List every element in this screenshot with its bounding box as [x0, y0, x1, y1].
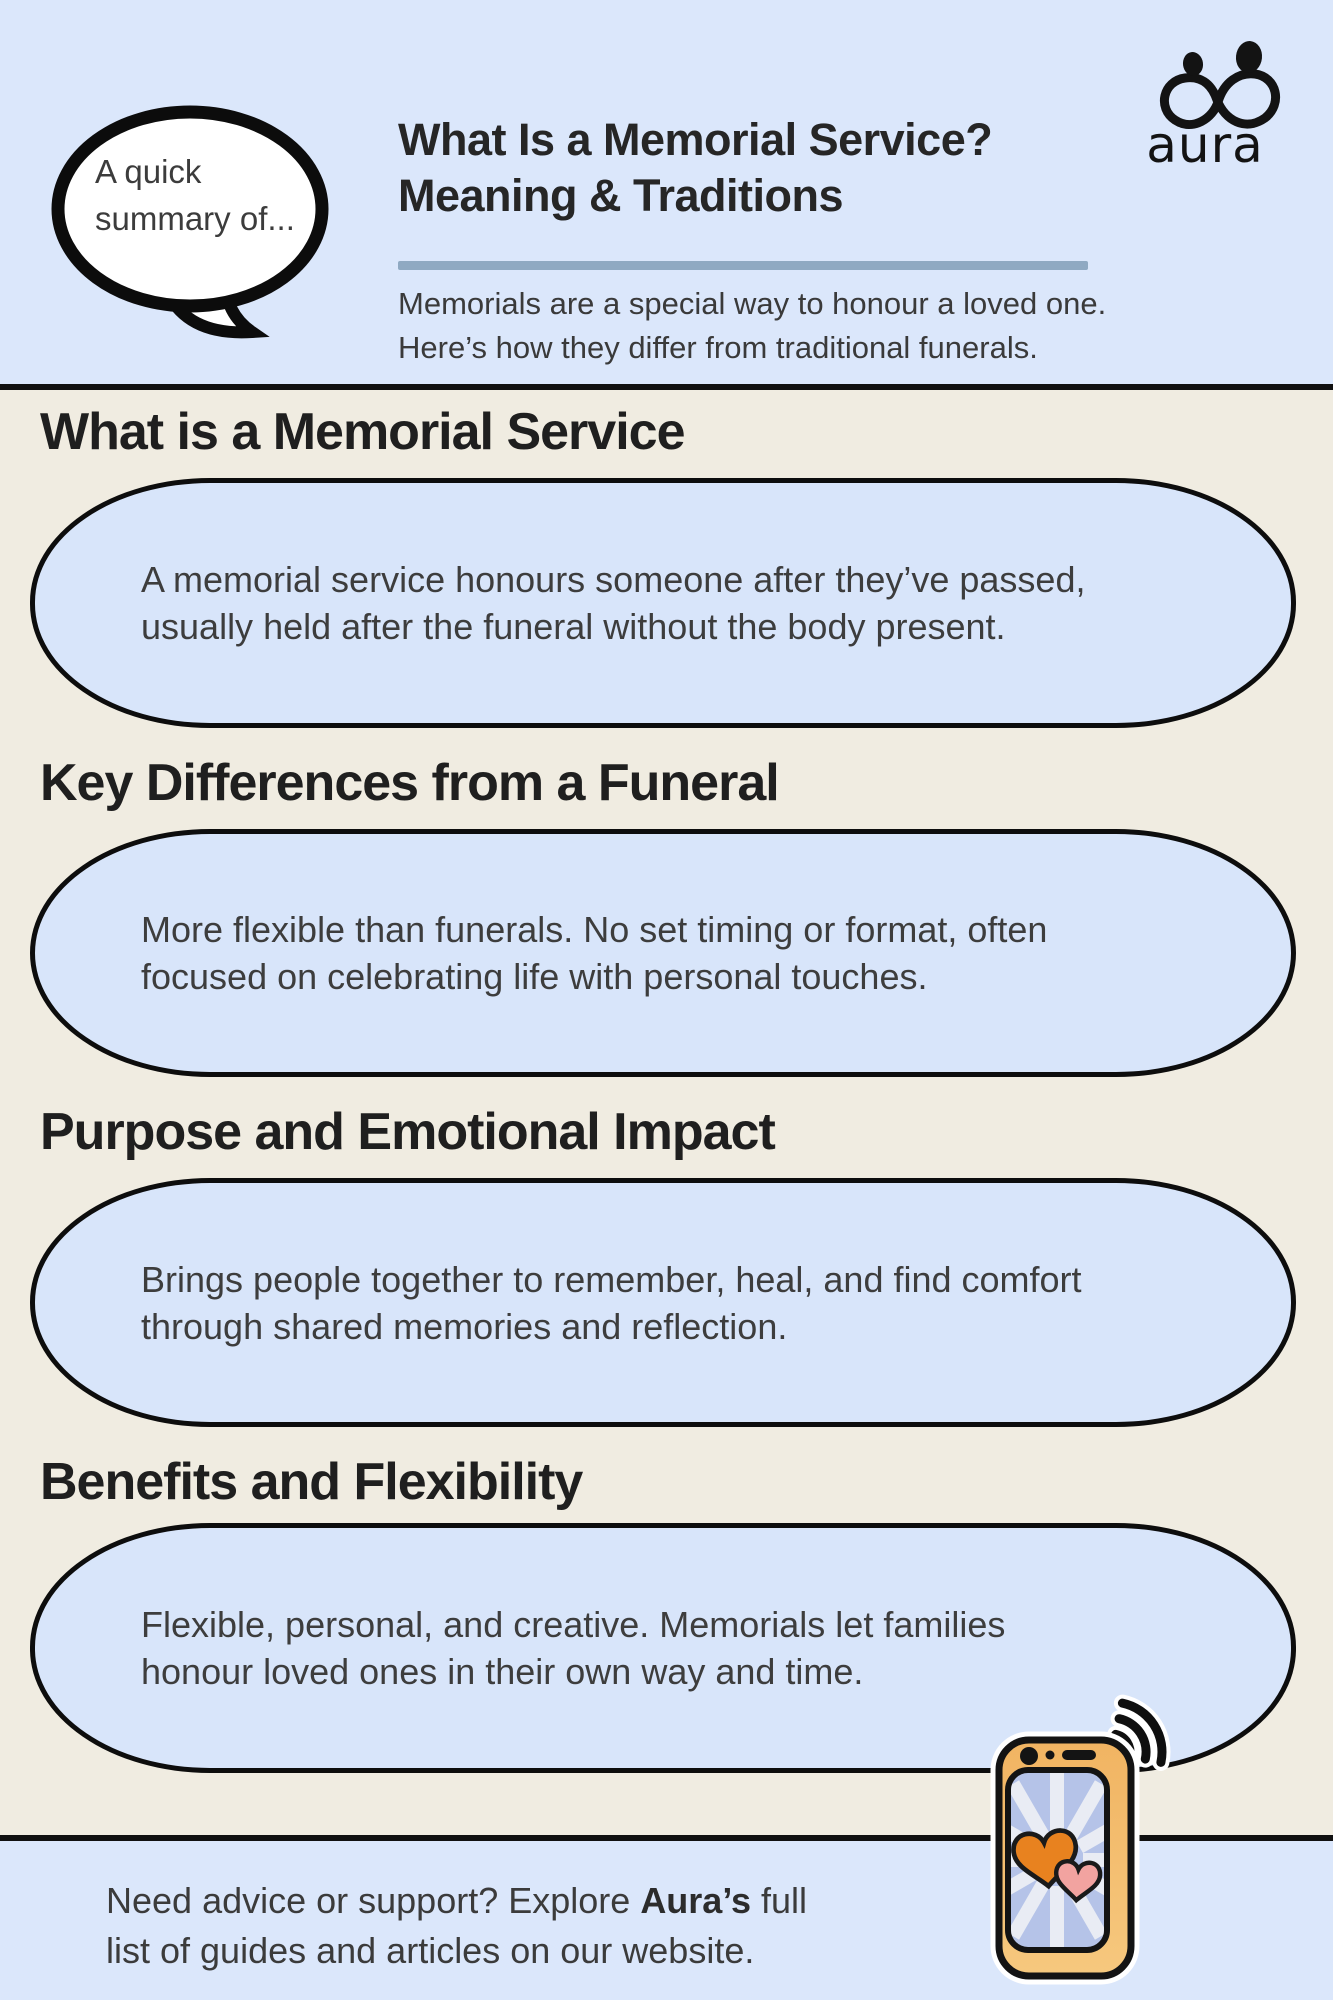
pill-3-line-1: Brings people together to remember, heal… — [141, 1258, 1082, 1300]
footer-line-1: Need advice or support? Explore Aura’s f… — [106, 1876, 807, 1926]
section-pill-2: More flexible than funerals. No set timi… — [30, 829, 1296, 1077]
aura-logo: aura — [1146, 41, 1280, 170]
section-heading-2: Key Differences from a Funeral — [40, 754, 780, 812]
page-title-line-2: Meaning & Traditions — [398, 170, 844, 221]
camera-dot-icon — [1020, 1747, 1038, 1765]
infinity-icon — [1160, 41, 1280, 129]
speaker-bar-icon — [1062, 1750, 1096, 1760]
sensor-dot-icon — [1045, 1750, 1055, 1760]
phone-illustration — [990, 1694, 1171, 1985]
pill-3-line-2: through shared memories and reflection. — [141, 1305, 788, 1347]
page-title-line-1: What Is a Memorial Service? — [398, 114, 993, 165]
person-head-small — [1182, 52, 1204, 76]
footer-brand-name: Aura’s — [640, 1880, 752, 1921]
footer-line-1-prefix: Need advice or support? Explore — [106, 1880, 641, 1921]
section-pill-3: Brings people together to remember, heal… — [30, 1178, 1296, 1427]
heart-pink-icon — [1054, 1859, 1103, 1904]
section-pill-1: A memorial service honours someone after… — [30, 478, 1296, 728]
section-pill-4: Flexible, personal, and creative. Memori… — [30, 1523, 1296, 1773]
pill-1-line-1: A memorial service honours someone after… — [141, 559, 1086, 600]
section-heading-3: Purpose and Emotional Impact — [40, 1103, 776, 1161]
bubble-line-2: summary of... — [95, 200, 295, 237]
section-heading-1: What is a Memorial Service — [40, 403, 685, 461]
pill-1-line-2: usually held after the funeral without t… — [141, 606, 1006, 647]
speech-bubble-icon — [51, 105, 329, 339]
footer-text: Need advice or support? Explore Aura’s f… — [106, 1876, 807, 1976]
pill-2-line-2: focused on celebrating life with persona… — [141, 956, 928, 997]
pill-2-line-1: More flexible than funerals. No set timi… — [141, 909, 1048, 950]
section-heading-4: Benefits and Flexibility — [40, 1453, 583, 1511]
pill-4-line-2: honour loved ones in their own way and t… — [141, 1651, 864, 1692]
footer-line-1-suffix: full — [751, 1880, 808, 1921]
subtitle-line-2: Here’s how they differ from traditional … — [398, 330, 1038, 365]
logo-wordmark: aura — [1146, 116, 1264, 170]
person-head-large — [1235, 41, 1263, 73]
page-subtitle: Memorials are a special way to honour a … — [398, 282, 1106, 370]
bubble-line-1: A quick — [95, 153, 202, 190]
bubble-text: A quick summary of... — [95, 148, 295, 242]
page-title: What Is a Memorial Service? Meaning & Tr… — [398, 112, 993, 224]
subtitle-line-1: Memorials are a special way to honour a … — [398, 286, 1107, 321]
title-divider — [398, 261, 1088, 270]
footer-line-2: list of guides and articles on our websi… — [106, 1930, 755, 1971]
pill-4-line-1: Flexible, personal, and creative. Memori… — [141, 1604, 1006, 1645]
